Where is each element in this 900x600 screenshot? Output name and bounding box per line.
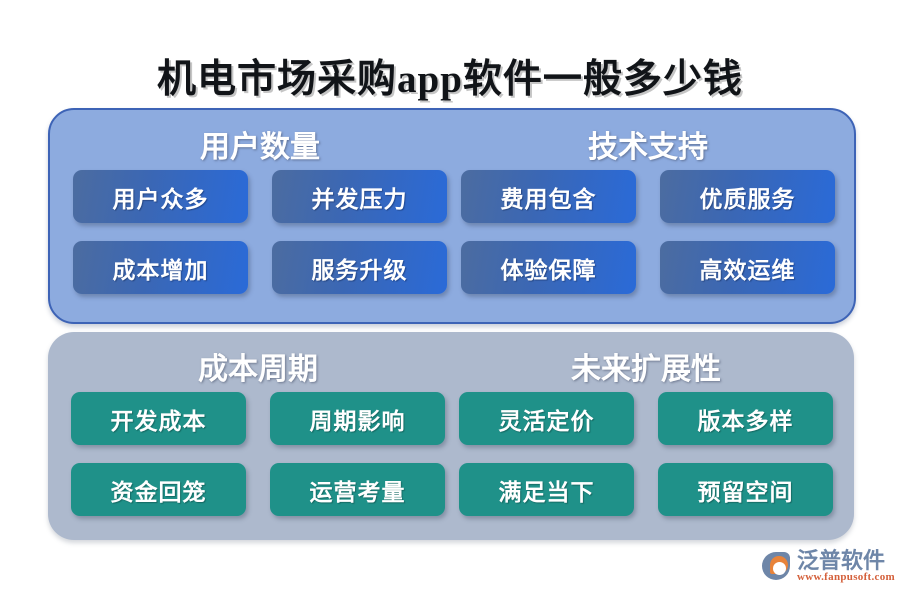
card-grid: 用户众多 并发压力 成本增加 服务升级 (64, 170, 456, 294)
card-item[interactable]: 灵活定价 (459, 392, 634, 445)
card-item[interactable]: 满足当下 (459, 463, 634, 516)
brand-logo[interactable]: 泛普软件 www.fanpusoft.com (762, 542, 895, 590)
card-grid: 开发成本 周期影响 资金回笼 运营考量 (62, 392, 454, 516)
page-title: 机电市场采购app软件一般多少钱 (157, 58, 743, 101)
card-item[interactable]: 高效运维 (660, 241, 835, 294)
card-item[interactable]: 服务升级 (272, 241, 447, 294)
card-item[interactable]: 并发压力 (272, 170, 447, 223)
card-item[interactable]: 版本多样 (658, 392, 833, 445)
fanpu-swoosh-logo-icon (762, 551, 792, 581)
card-grid: 灵活定价 版本多样 满足当下 预留空间 (448, 392, 844, 516)
group-cost-cycle: 成本周期 开发成本 周期影响 资金回笼 运营考量 (62, 332, 454, 540)
card-item[interactable]: 体验保障 (461, 241, 636, 294)
brand-url: www.fanpusoft.com (797, 570, 895, 583)
panel-user-and-support: 用户数量 用户众多 并发压力 成本增加 服务升级 技术支持 费用包含 优质服务 … (48, 108, 856, 324)
card-grid: 费用包含 优质服务 体验保障 高效运维 (450, 170, 846, 294)
group-heading: 未来扩展性 (571, 353, 721, 386)
group-heading: 技术支持 (588, 131, 708, 164)
group-heading: 用户数量 (200, 131, 320, 164)
group-heading: 成本周期 (198, 353, 318, 386)
card-item[interactable]: 成本增加 (73, 241, 248, 294)
card-item[interactable]: 预留空间 (658, 463, 833, 516)
brand-name: 泛普软件 (797, 547, 886, 573)
group-tech-support: 技术支持 费用包含 优质服务 体验保障 高效运维 (450, 110, 846, 322)
card-item[interactable]: 开发成本 (71, 392, 246, 445)
card-item[interactable]: 运营考量 (270, 463, 445, 516)
card-item[interactable]: 用户众多 (73, 170, 248, 223)
card-item[interactable]: 资金回笼 (71, 463, 246, 516)
group-future-scalability: 未来扩展性 灵活定价 版本多样 满足当下 预留空间 (448, 332, 844, 540)
group-user-count: 用户数量 用户众多 并发压力 成本增加 服务升级 (64, 110, 456, 322)
card-item[interactable]: 周期影响 (270, 392, 445, 445)
card-item[interactable]: 优质服务 (660, 170, 835, 223)
panel-cost-and-scalability: 成本周期 开发成本 周期影响 资金回笼 运营考量 未来扩展性 灵活定价 版本多样… (48, 332, 854, 540)
card-item[interactable]: 费用包含 (461, 170, 636, 223)
